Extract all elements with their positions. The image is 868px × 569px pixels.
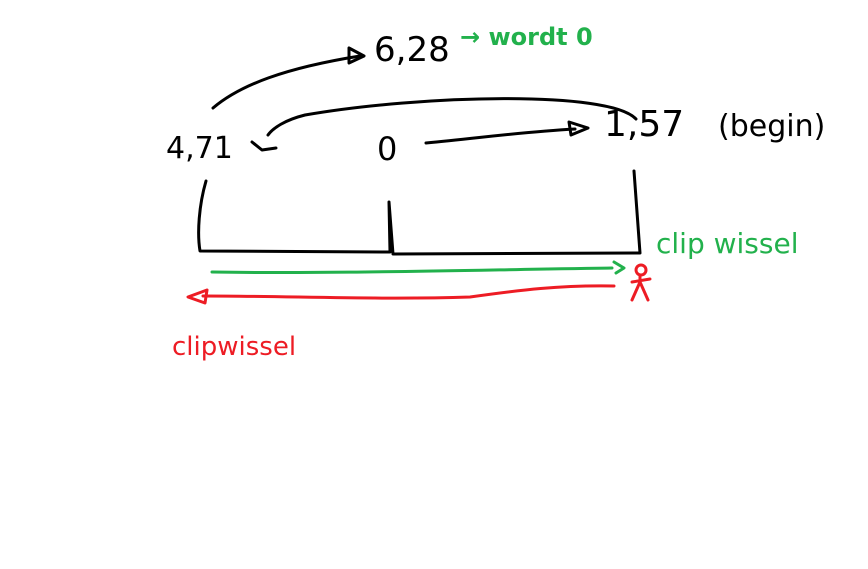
arrow-arc-to-471 (266, 97, 638, 137)
left-value-label: 4,71 (166, 131, 233, 166)
right-note-label: (begin) (718, 109, 825, 144)
person-body-icon (630, 273, 652, 302)
red-arrow-line (201, 284, 616, 300)
person-head-icon (634, 263, 648, 277)
green-arrow-line (210, 266, 614, 275)
arrow-0-to-157 (424, 127, 577, 145)
green-note-label: clip wissel (656, 227, 799, 260)
arrowhead-628 (347, 46, 366, 65)
arrowhead-471 (250, 140, 278, 152)
top-value-label: 6,28 (374, 30, 450, 70)
arrow-471-to-628 (211, 54, 362, 110)
right-value-label: 1,57 (604, 104, 684, 145)
arrowhead-157 (567, 120, 590, 137)
red-arrowhead (186, 288, 209, 305)
number-line-bracket (197, 169, 642, 256)
center-value-label: 0 (377, 130, 397, 168)
green-arrowhead (612, 260, 626, 275)
red-note-label: clipwissel (172, 332, 296, 362)
top-note-label: → wordt 0 (460, 23, 593, 51)
